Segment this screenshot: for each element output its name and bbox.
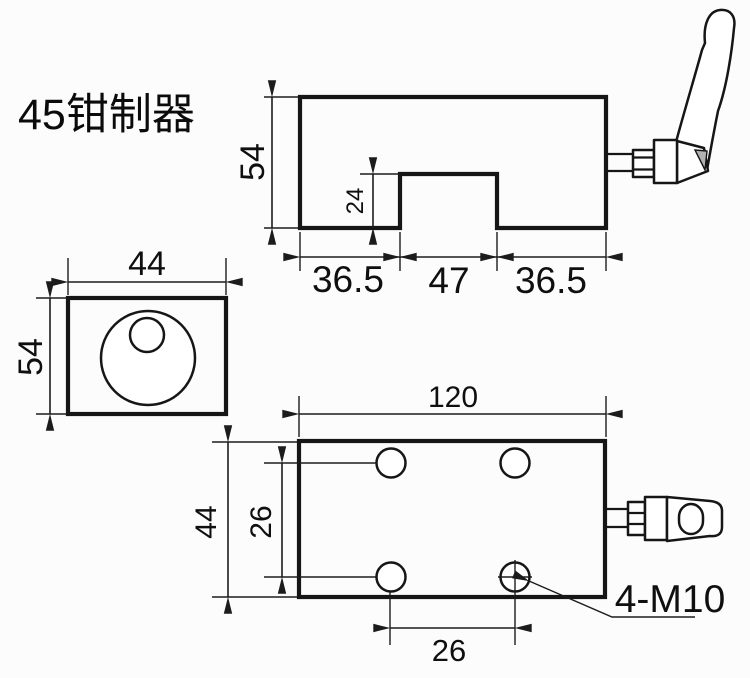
- lever-nut: [626, 500, 647, 537]
- dim-label: 54: [234, 143, 272, 181]
- dim-front-height: 54: [234, 80, 298, 245]
- dim-top-depth: 44: [190, 425, 297, 614]
- dim-label: 36.5: [515, 260, 587, 301]
- hole-top-right: [499, 447, 531, 479]
- bore-circle-large: [99, 309, 197, 407]
- dim-label: 36.5: [312, 259, 384, 300]
- drawing-title: 45钳制器: [18, 91, 195, 139]
- top-view: 120 44 26 26 4-M10: [190, 381, 725, 668]
- lever-nut: [631, 148, 656, 179]
- front-body-outline: [297, 94, 609, 231]
- dim-label: 44: [190, 505, 223, 538]
- dim-front-notch-depth: 24: [342, 157, 400, 245]
- hole-top-left: [375, 447, 407, 479]
- lever-cone-shading: [693, 149, 708, 173]
- dim-label: 26: [245, 505, 278, 538]
- clamp-lever-side: [606, 8, 736, 185]
- top-body-outline: [296, 438, 608, 600]
- thread-callout: 4-M10: [512, 570, 726, 621]
- side-view: 44 54: [12, 245, 243, 431]
- callout-label: 4-M10: [615, 578, 726, 621]
- bore-circle-small: [128, 316, 166, 354]
- dim-front-bottom: 36.5 47 36.5: [283, 232, 623, 301]
- clamp-lever-end: [607, 495, 724, 543]
- side-body-outline: [65, 295, 229, 417]
- dim-label: 54: [12, 338, 50, 376]
- dim-label: 44: [128, 245, 166, 283]
- lever-arm: [674, 8, 736, 172]
- lever-hub: [643, 495, 669, 542]
- dim-label: 24: [342, 188, 369, 215]
- front-view: 54 24 36.5 47 36.5: [234, 8, 736, 301]
- hole-bottom-left: [375, 561, 407, 593]
- lever-hub: [652, 138, 679, 185]
- dim-side-width: 44: [51, 245, 243, 295]
- callout-leader: [512, 570, 695, 618]
- dim-label: 120: [428, 381, 478, 414]
- dim-label: 47: [428, 260, 469, 301]
- dim-label: 26: [432, 633, 466, 668]
- dim-side-height: 54: [12, 281, 66, 431]
- dim-top-length: 120: [282, 381, 623, 437]
- dim-hole-pitch-vertical: 26: [245, 446, 377, 594]
- lever-grip-end: [677, 502, 705, 536]
- dim-hole-pitch-horizontal: 26: [373, 592, 532, 668]
